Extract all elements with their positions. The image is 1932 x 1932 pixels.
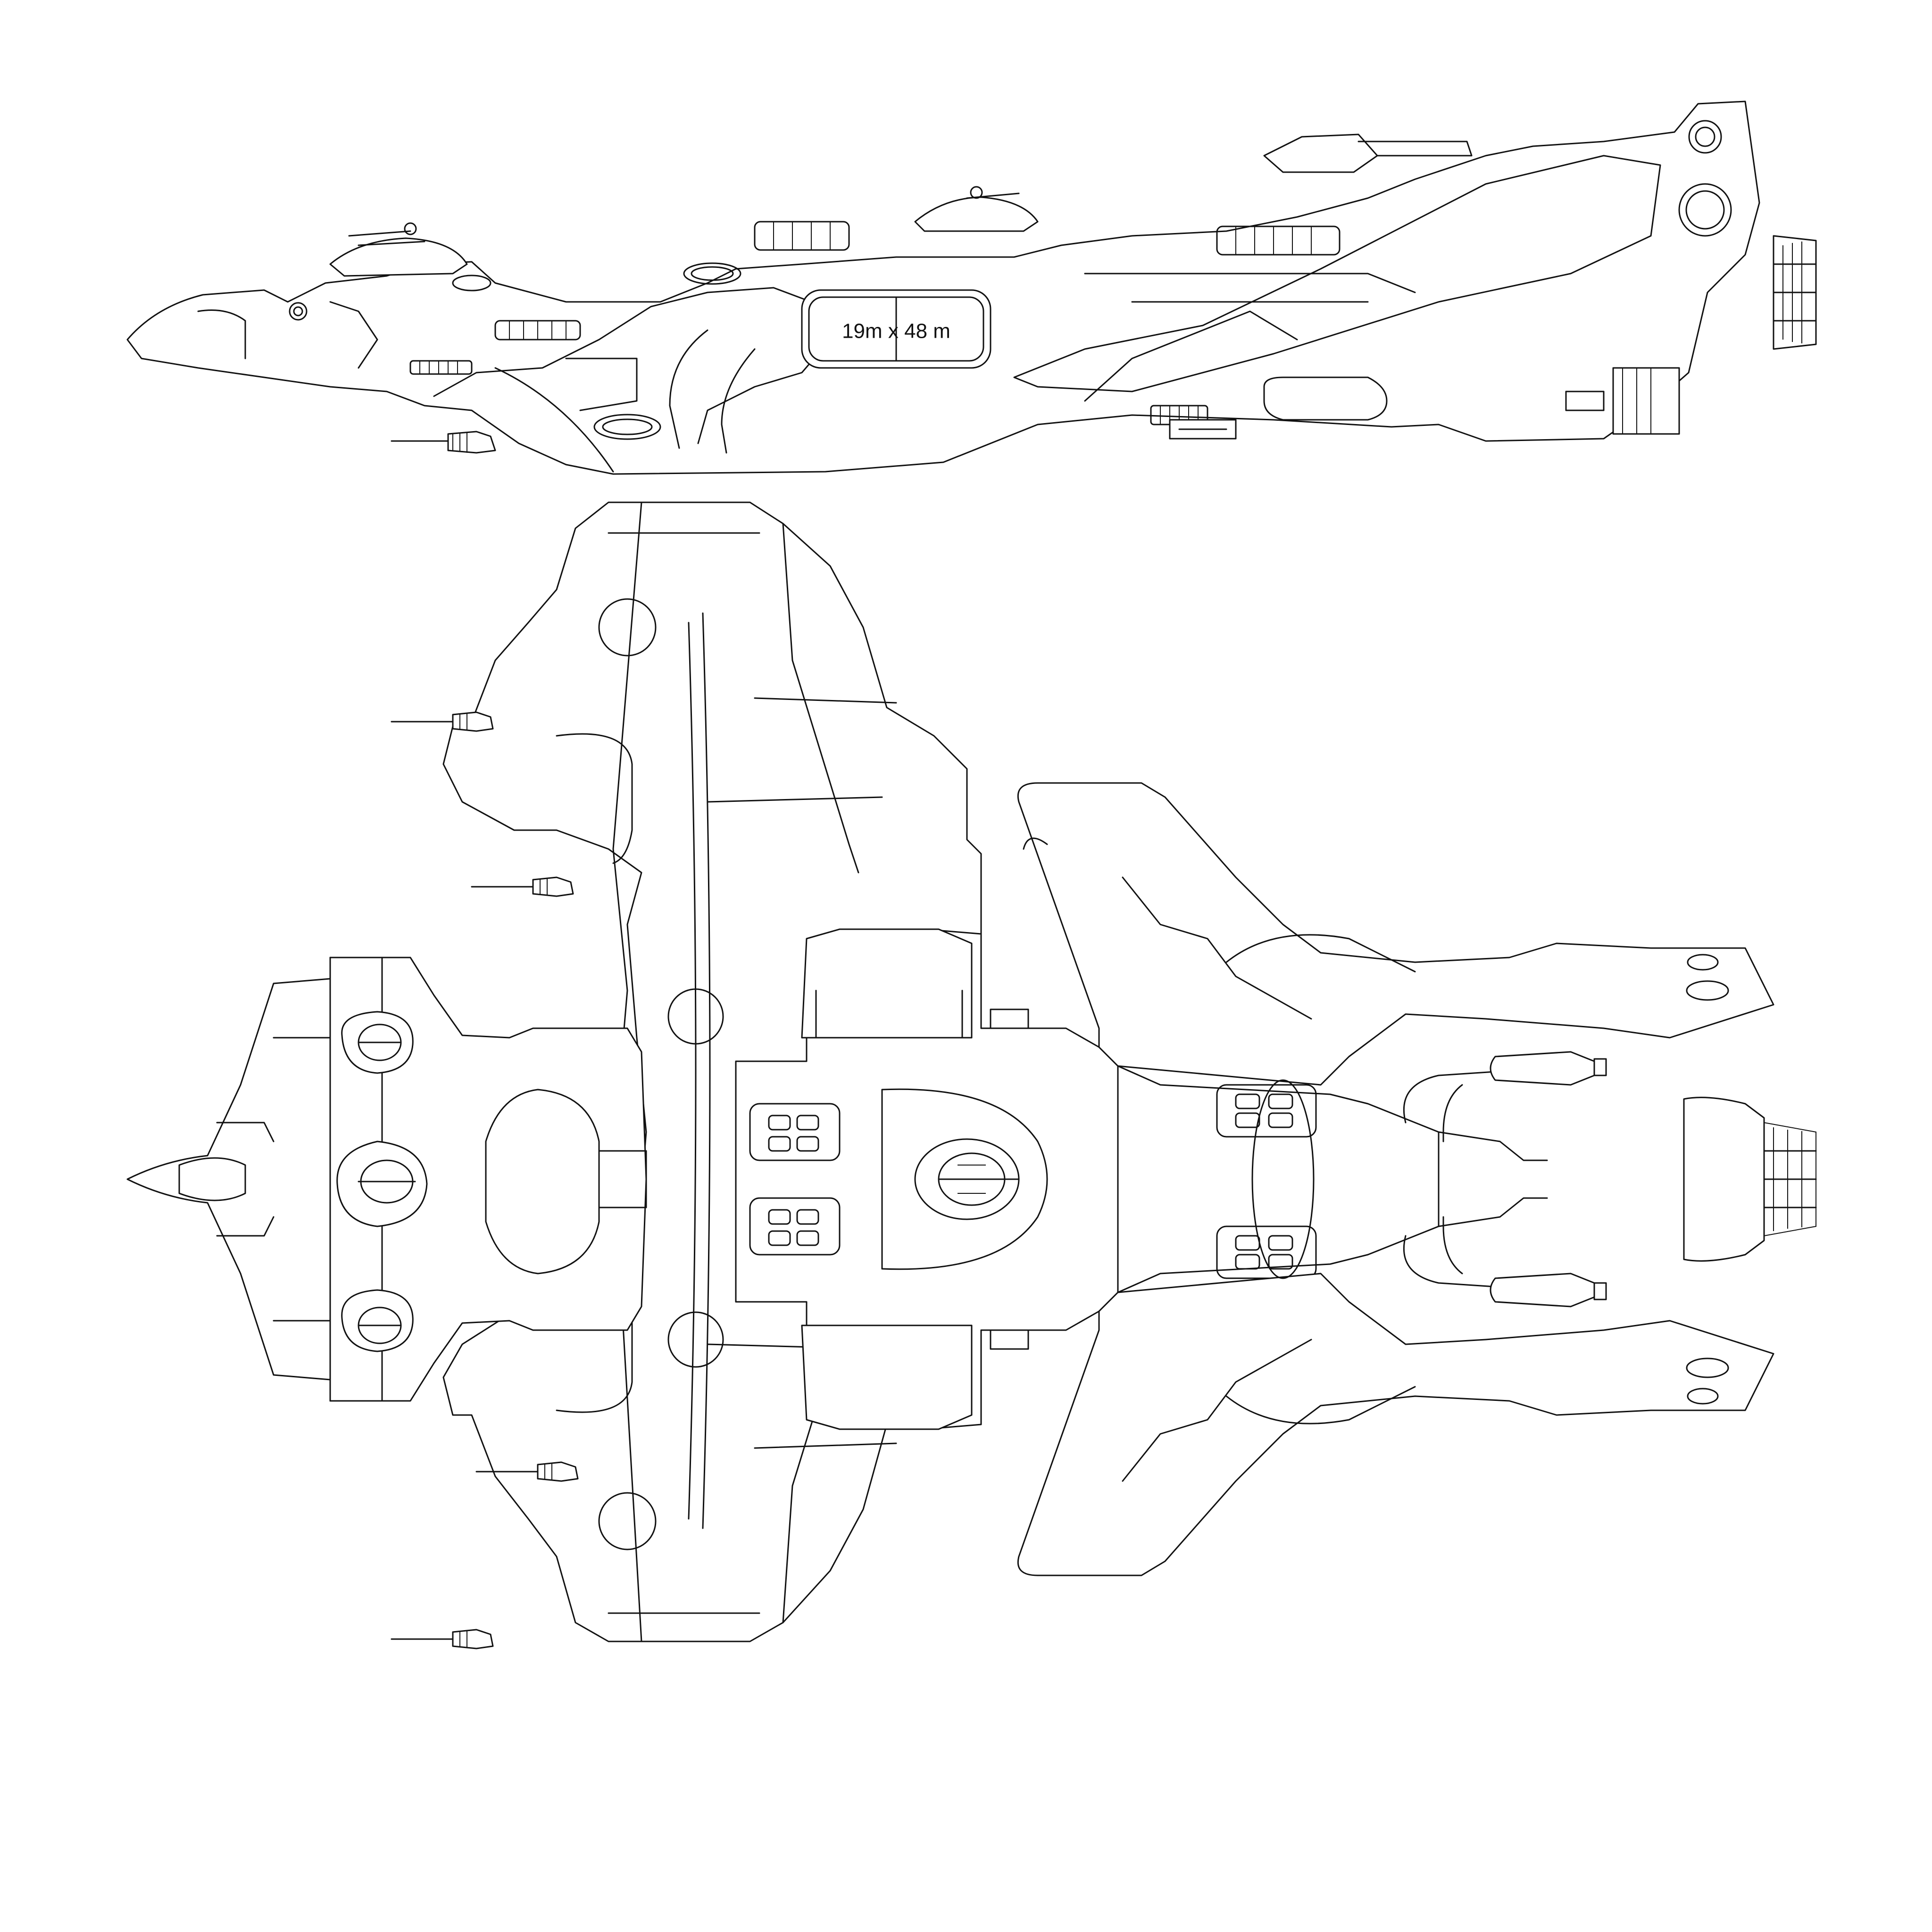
top-rear-wing-hook-n <box>1023 837 1048 850</box>
top-rear-port-s-1 <box>1687 1388 1719 1405</box>
top-rear-wing-line-n <box>1122 876 1312 1020</box>
top-wing-slot-inner <box>688 622 697 1520</box>
top-wing-hook-n <box>556 733 633 864</box>
top-aft-u-n <box>1442 1084 1463 1142</box>
top-block-s <box>801 1324 973 1430</box>
top-view <box>126 501 1817 1649</box>
top-rack-aft-s <box>1216 1225 1317 1279</box>
side-dorsal-line <box>1084 273 1416 293</box>
wing-gun-4 <box>391 1629 494 1649</box>
top-central-ring <box>881 1088 1048 1270</box>
side-panel-curve-2 <box>721 348 756 454</box>
side-port-belly <box>593 414 661 440</box>
wing-gun-2 <box>471 876 574 897</box>
top-rear-port-n-2 <box>1686 980 1729 1001</box>
top-rear-port-s-2 <box>1686 1357 1729 1378</box>
side-turret-mid <box>914 186 1039 232</box>
top-nose-turret-2 <box>336 1141 428 1227</box>
top-tab-s <box>990 1329 1029 1350</box>
top-aft-ring <box>1251 1079 1315 1279</box>
top-aft-rail-s <box>1403 1235 1510 1289</box>
tail-port-upper <box>1688 120 1722 154</box>
dimension-label-text: 19m x 48 m <box>842 320 950 343</box>
top-nose-tip <box>178 1157 246 1201</box>
wing-gun-1 <box>391 711 494 732</box>
top-rear-port-n-1 <box>1687 954 1719 971</box>
side-gun-aft <box>1169 419 1237 440</box>
side-vents-top <box>754 221 1341 256</box>
wing-gun-3 <box>475 1461 579 1482</box>
top-nose-turret-1 <box>341 1011 414 1074</box>
top-rear-wing-curve-n <box>1225 934 1416 973</box>
side-nose-panel <box>197 309 246 359</box>
top-rear-wing-curve-s <box>1225 1386 1416 1424</box>
side-panel-curve <box>669 329 708 449</box>
top-block-n <box>801 928 973 1039</box>
top-engine-block <box>1683 1097 1817 1262</box>
top-aft-spine-n <box>1438 1131 1548 1161</box>
dimension-label: 19m x 48 m <box>801 289 991 369</box>
side-pod-cap <box>1565 391 1605 411</box>
side-view: 19m x 48 m <box>126 100 1817 475</box>
side-turret-fore <box>329 222 468 277</box>
top-spine-port-s <box>667 1311 724 1368</box>
side-port-top <box>683 262 741 285</box>
panel-line <box>707 796 883 803</box>
top-rear-wing-n <box>1017 782 1774 1086</box>
panel-line <box>754 697 897 704</box>
top-nose-dome <box>485 1089 600 1274</box>
top-aft-pod-n <box>1490 1051 1607 1086</box>
side-engine-main <box>1773 235 1817 350</box>
top-aft-body <box>1117 1065 1440 1293</box>
top-nose-rails <box>216 1122 275 1237</box>
top-rear-wing-s <box>1017 1273 1774 1576</box>
panel-line <box>754 1442 897 1449</box>
top-nose-turret-3 <box>341 1289 414 1352</box>
top-spine-port-n <box>667 988 724 1045</box>
side-gun-ventral <box>391 431 496 454</box>
top-wing-line-n <box>782 523 859 874</box>
tail-port-lower <box>1678 183 1732 237</box>
top-aft-pod-s <box>1490 1273 1607 1307</box>
top-aft-rail-n <box>1403 1070 1510 1124</box>
side-canard <box>1263 133 1378 173</box>
top-rack-left-n <box>749 1103 841 1161</box>
top-wing-port-n <box>598 598 657 657</box>
top-block-lines <box>815 990 963 1039</box>
side-pod <box>1263 376 1388 421</box>
top-tab-n <box>990 1008 1029 1029</box>
side-port-nose <box>289 302 308 321</box>
side-upper-swoop <box>1013 155 1661 392</box>
top-rack-left-s <box>749 1197 841 1256</box>
side-panel-block <box>565 358 638 411</box>
top-aft-u-s <box>1442 1216 1463 1274</box>
side-mid-hull <box>433 287 831 444</box>
top-nose-dome-neck <box>598 1150 647 1208</box>
side-port-ventral <box>452 275 491 291</box>
top-aft-spine-s <box>1438 1197 1548 1227</box>
top-central-turret <box>914 1138 1020 1220</box>
top-wing-port-s <box>598 1492 657 1550</box>
top-wing-slot <box>702 612 711 1529</box>
side-engine-lower <box>1612 367 1680 435</box>
top-rack-aft-n <box>1216 1084 1317 1138</box>
side-hull-sweep <box>494 367 614 473</box>
top-rear-wing-line-s <box>1122 1339 1312 1482</box>
top-nose-lines <box>273 1037 331 1322</box>
side-fore-panel <box>329 301 378 369</box>
side-nose <box>126 100 1760 475</box>
side-aft-panel <box>1084 310 1298 402</box>
